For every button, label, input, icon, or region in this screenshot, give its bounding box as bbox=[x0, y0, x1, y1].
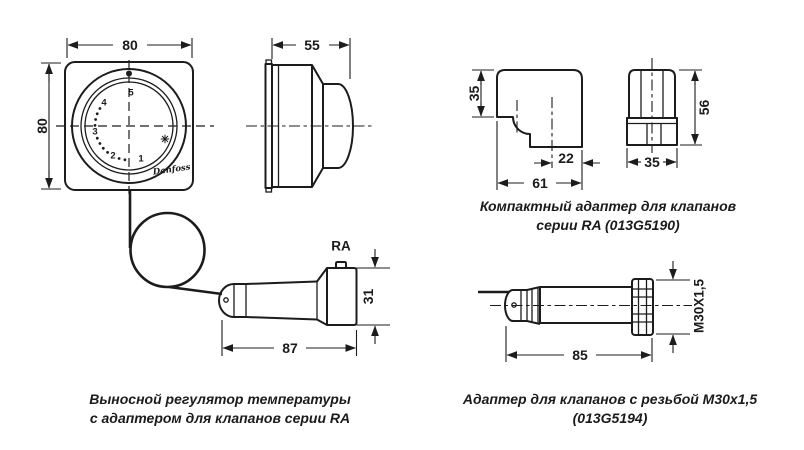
thread-size-label: M30X1,5 bbox=[692, 278, 707, 333]
dim-sensor-length-label: 87 bbox=[282, 340, 298, 356]
ra-adapter-block bbox=[326, 267, 358, 326]
compact-adapter-caption-line2: серии RA (013G5190) bbox=[536, 217, 680, 233]
compact-adapter-body bbox=[496, 69, 583, 148]
housing-shoulder bbox=[311, 64, 324, 188]
dial-mark-2: 2 bbox=[110, 151, 115, 162]
m30-nut-ribs bbox=[632, 279, 653, 335]
knob-dome bbox=[322, 83, 354, 169]
compact-adapter-caption: Компактный адаптер для клапанов серии RA… bbox=[480, 198, 737, 233]
m30-adapter-view: M30X1,5 85 bbox=[478, 261, 707, 363]
dim-m30-thread: M30X1,5 bbox=[656, 261, 707, 353]
dial-mark-5: 5 bbox=[128, 88, 134, 99]
dim-m30-length: 85 bbox=[505, 326, 653, 363]
regulator-caption-line2: с адаптером для клапанов серии RA bbox=[90, 410, 350, 426]
m30-nose-hole bbox=[511, 302, 517, 308]
ra-adapter-clip bbox=[335, 261, 347, 268]
sensor-nose bbox=[218, 283, 246, 318]
dial-mark-4: 4 bbox=[101, 98, 107, 109]
m30-union-nut bbox=[631, 278, 654, 336]
dim-thermostat-depth: 55 bbox=[271, 37, 351, 79]
dim-adapter-height: 56 bbox=[679, 69, 712, 146]
dim-sensor-height: 31 bbox=[356, 249, 390, 344]
sensor-cylinder bbox=[245, 280, 318, 321]
frost-protection-icon: ✳ bbox=[160, 134, 169, 146]
dim-adapter-top-offset: 35 bbox=[466, 69, 494, 118]
compact-adapter-caption-line1: Компактный адаптер для клапанов bbox=[480, 198, 737, 214]
dim-width-label: 80 bbox=[122, 37, 138, 53]
m30-adapter-caption: Адаптер для клапанов с резьбой М30х1,5 (… bbox=[462, 391, 758, 426]
capillary-lead bbox=[168, 285, 223, 296]
dial-index-dot bbox=[126, 70, 132, 77]
dim-top-offset-label: 35 bbox=[466, 86, 482, 102]
dial-scale-dots bbox=[93, 107, 127, 162]
dim-height-label: 80 bbox=[34, 118, 50, 134]
dim-depth-label: 55 bbox=[304, 37, 320, 53]
ra-series-label: RA bbox=[331, 239, 351, 254]
adapter-cone bbox=[316, 267, 328, 326]
compact-adapter-end-view: 56 35 bbox=[626, 58, 712, 170]
capillary-sensor-view: RA 87 31 bbox=[128, 190, 390, 356]
regulator-caption-line1: Выносной регулятор температуры bbox=[89, 391, 351, 407]
m30-caption-line1: Адаптер для клапанов с резьбой М30х1,5 bbox=[462, 391, 758, 407]
dim-adapter-depth: 61 bbox=[496, 121, 582, 191]
dim-adapter-depth-label: 61 bbox=[532, 175, 548, 191]
dim-sensor-height-label: 31 bbox=[360, 289, 376, 305]
dim-thermostat-height: 80 bbox=[34, 62, 61, 190]
compact-adapter-side-view: 35 22 61 bbox=[466, 69, 600, 191]
m30-sensor-nose bbox=[504, 289, 527, 322]
dim-adapter-width-label: 35 bbox=[644, 154, 660, 170]
capillary-coil bbox=[129, 211, 206, 289]
thermostat-side-view: 55 bbox=[246, 37, 373, 193]
dial-mark-1: 1 bbox=[138, 154, 144, 165]
sensor-nose-hole bbox=[223, 297, 229, 303]
thermostat-front-view: 5 4 3 2 1 ✳ Danfoss 80 80 bbox=[34, 37, 214, 194]
dim-m30-length-label: 85 bbox=[572, 347, 588, 363]
dim-side-offset-label: 22 bbox=[558, 150, 574, 166]
m30-caption-line2: (013G5194) bbox=[573, 410, 648, 426]
thermostat-housing bbox=[271, 64, 313, 188]
dial-mark-3: 3 bbox=[92, 127, 97, 138]
dim-adapter-width: 35 bbox=[626, 148, 678, 170]
dim-adapter-height-label: 56 bbox=[696, 100, 712, 116]
regulator-caption: Выносной регулятор температуры с адаптер… bbox=[89, 391, 351, 426]
dim-thermostat-width: 80 bbox=[66, 37, 193, 58]
dim-adapter-side-offset: 22 bbox=[534, 150, 600, 190]
dim-sensor-length: 87 bbox=[221, 320, 358, 356]
